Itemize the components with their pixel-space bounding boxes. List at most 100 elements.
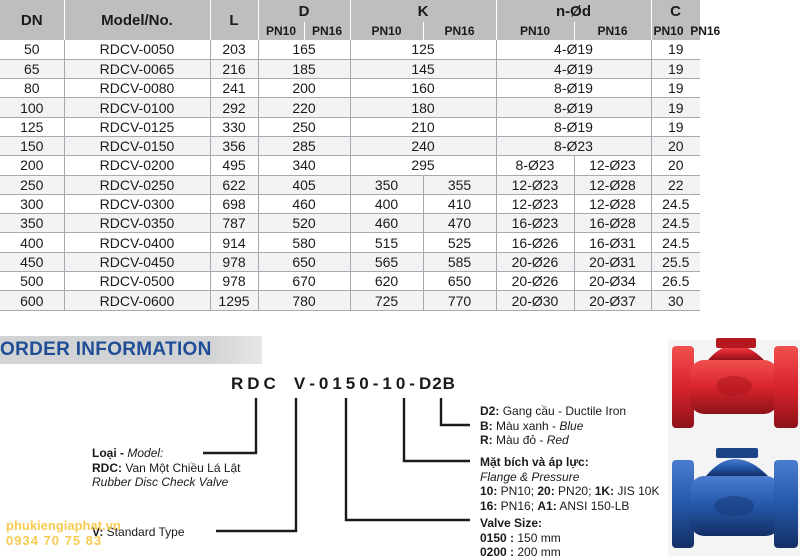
cell-c: 19 <box>651 59 700 80</box>
cell-nod-pn10: 20-Ø26 <box>496 252 575 273</box>
cell-d: 285 <box>258 136 351 157</box>
cell-k: 180 <box>350 97 497 118</box>
cell-k-pn10: 565 <box>350 252 424 273</box>
cell-l: 356 <box>210 136 259 157</box>
cell-nod-pn16: 20-Ø31 <box>574 252 652 273</box>
cell-d: 780 <box>258 290 351 311</box>
cell-c: 24.5 <box>651 213 700 234</box>
cell-c: 22 <box>651 175 700 195</box>
cell-model: RDCV-0150 <box>64 136 211 157</box>
cell-model: RDCV-0400 <box>64 232 211 253</box>
flange-title: Mặt bích và áp lực: <box>480 455 589 469</box>
header-k: K <box>350 0 497 22</box>
cell-model: RDCV-0080 <box>64 78 211 99</box>
header-d-pn10: PN10 <box>258 22 305 40</box>
material-b-en: Blue <box>559 418 584 433</box>
cell-c: 24.5 <box>651 194 700 215</box>
cell-nod-pn16: 16-Ø28 <box>574 213 652 234</box>
connector-size <box>344 398 470 522</box>
cell-nod-pn10: 20-Ø30 <box>496 290 575 311</box>
cell-k-pn16: 410 <box>423 194 497 215</box>
cell-d: 460 <box>258 194 351 215</box>
cell-l: 978 <box>210 271 259 292</box>
type-label: Loại - <box>92 446 128 460</box>
size-0200-value: 200 mm <box>514 545 561 559</box>
cell-c: 25.5 <box>651 252 700 273</box>
cell-c: 19 <box>651 78 700 99</box>
cell-dn: 500 <box>0 271 65 292</box>
code-pressure: 10 <box>382 374 410 393</box>
cell-l: 787 <box>210 213 259 234</box>
cell-dn: 80 <box>0 78 65 99</box>
cell-d: 220 <box>258 97 351 118</box>
cell-c: 24.5 <box>651 232 700 253</box>
flange-16-code: 16: <box>480 498 498 513</box>
connector-flange <box>402 398 470 463</box>
cell-k-pn10: 725 <box>350 290 424 311</box>
header-d-pn16: PN16 <box>304 22 351 40</box>
flange-a1-text: ANSI 150-LB <box>556 498 630 513</box>
cell-dn: 450 <box>0 252 65 273</box>
cell-nod-pn16: 12-Ø28 <box>574 175 652 195</box>
cell-k-pn10: 620 <box>350 271 424 292</box>
code-dash-2: - <box>372 374 383 393</box>
cell-dn: 300 <box>0 194 65 215</box>
cell-nod-pn16: 16-Ø31 <box>574 232 652 253</box>
cell-c: 26.5 <box>651 271 700 292</box>
connector-material <box>439 398 470 427</box>
code-dash-3: - <box>409 374 419 393</box>
flange-10-text: PN10; <box>497 484 538 498</box>
cell-k-pn16: 355 <box>423 175 497 195</box>
header-k-pn10: PN10 <box>350 22 424 40</box>
cell-d: 670 <box>258 271 351 292</box>
cell-k-pn16: 585 <box>423 252 497 273</box>
cell-d: 650 <box>258 252 351 273</box>
cell-k: 240 <box>350 136 497 157</box>
cell-nod: 4-Ø19 <box>496 40 652 60</box>
cell-l: 203 <box>210 40 259 60</box>
header-dn: DN <box>0 0 65 40</box>
header-k-pn16: PN16 <box>423 22 497 40</box>
cell-nod-pn16: 20-Ø37 <box>574 290 652 311</box>
cell-k-pn10: 515 <box>350 232 424 253</box>
spec-table: DN Model/No. L D K n-Ød C PN10 PN16 PN10… <box>0 0 720 311</box>
cell-k-pn16: 525 <box>423 232 497 253</box>
cell-nod-pn10: 12-Ø23 <box>496 194 575 215</box>
cell-l: 622 <box>210 175 259 195</box>
cell-model: RDCV-0065 <box>64 59 211 80</box>
material-r-text: Màu đỏ - <box>496 433 547 447</box>
cell-c: 30 <box>651 290 700 311</box>
flange-20-text: PN20; <box>554 484 595 498</box>
cell-k-pn16: 470 <box>423 213 497 234</box>
flange-1k-code: 1K: <box>594 484 615 498</box>
material-d2-en: Ductile Iron <box>565 404 627 418</box>
cell-l: 241 <box>210 78 259 99</box>
cell-dn: 200 <box>0 155 65 176</box>
cell-k-pn10: 460 <box>350 213 424 234</box>
cell-dn: 350 <box>0 213 65 234</box>
material-d2-text: Gang cầu - <box>502 404 566 418</box>
material-note: D2: Gang cầu - Ductile Iron B: Màu xanh … <box>480 404 626 448</box>
cell-c: 20 <box>651 155 700 176</box>
cell-nod: 4-Ø19 <box>496 59 652 80</box>
type-label-en: Model: <box>127 446 164 460</box>
cell-l: 330 <box>210 117 259 137</box>
cell-l: 698 <box>210 194 259 215</box>
cell-model: RDCV-0300 <box>64 194 211 215</box>
size-0150-code: 0150 : <box>480 530 515 545</box>
type-rdc-text: Van Một Chiều Lá Lật <box>122 460 241 475</box>
code-size: 0150 <box>318 374 373 393</box>
cell-d: 580 <box>258 232 351 253</box>
flange-20-code: 20: <box>537 484 555 498</box>
